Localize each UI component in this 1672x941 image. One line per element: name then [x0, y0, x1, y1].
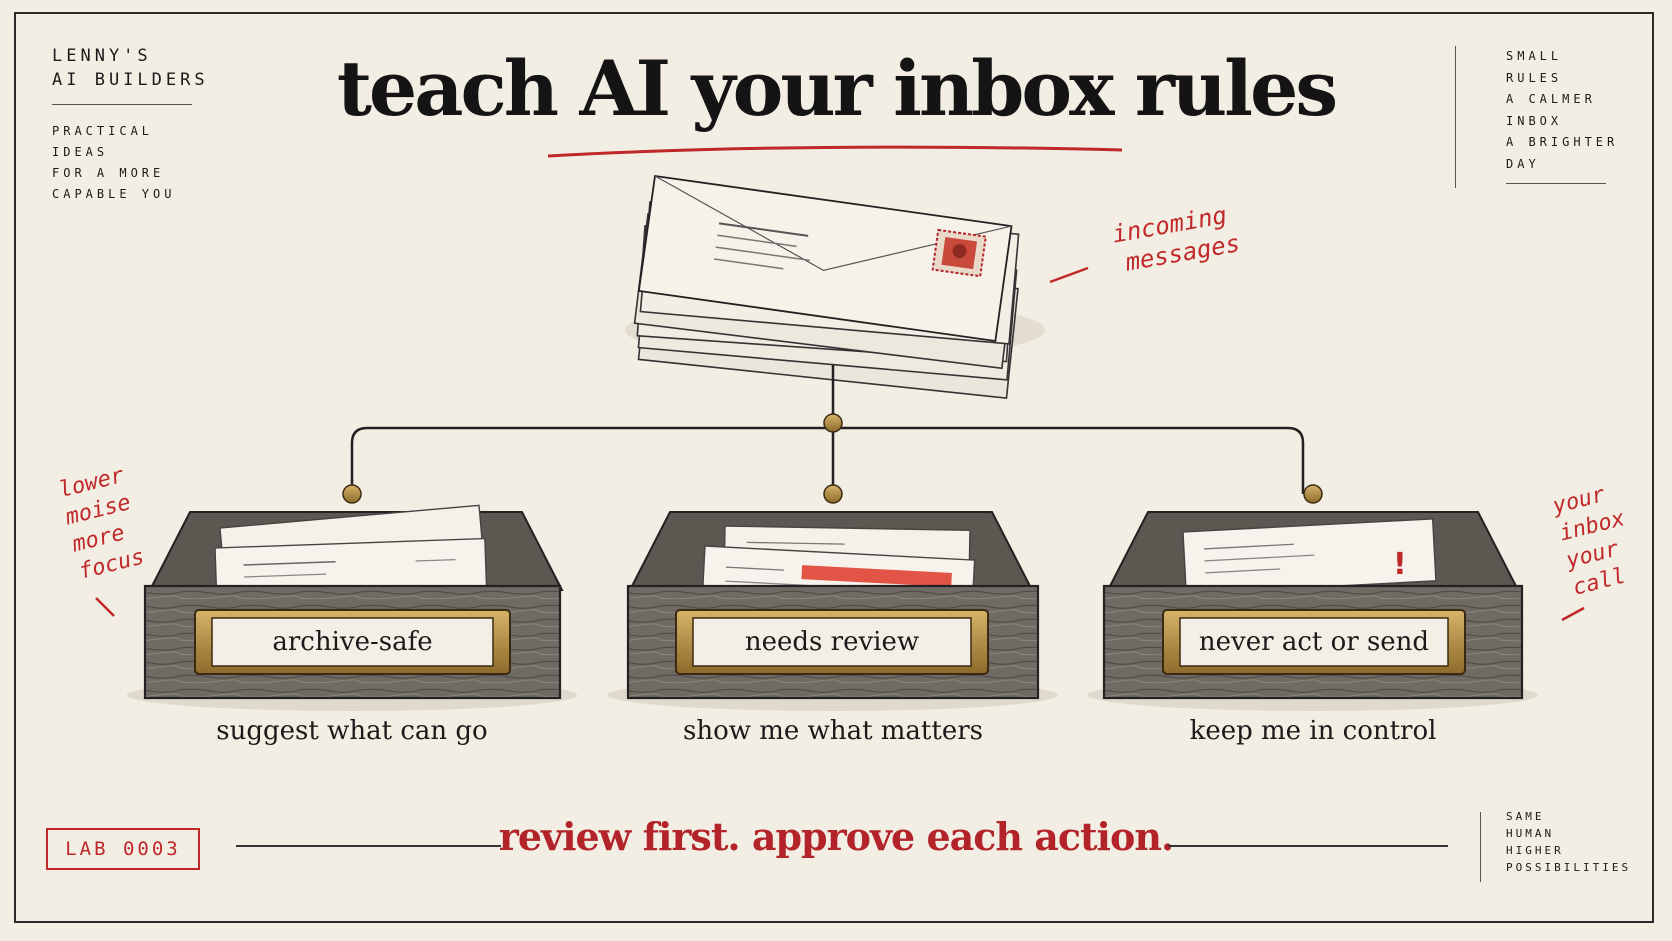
- envelope-stack-icon: [625, 174, 1045, 399]
- tray-needs-review: [608, 511, 1058, 711]
- brand-divider: [52, 104, 192, 105]
- footer-note-line: SAME: [1506, 810, 1545, 823]
- tray-caption: show me what matters: [683, 716, 983, 746]
- footer-note-line: POSSIBILITIES: [1506, 861, 1632, 874]
- tagline-line: FOR A MORE: [52, 166, 165, 180]
- title-emphasis: AI your inbox: [579, 44, 1115, 133]
- side-notes-rule: [1506, 183, 1606, 184]
- footer-rule-left: [236, 845, 501, 847]
- tray-label: needs review: [744, 627, 920, 657]
- tray-caption: suggest what can go: [216, 716, 488, 746]
- left-note-tick: [95, 597, 115, 617]
- title-underline: [547, 145, 1123, 158]
- tray-archive-safe: [127, 504, 577, 711]
- annotation-dash: [1049, 266, 1089, 284]
- footer-note-line: HUMAN: [1506, 827, 1555, 840]
- lab-badge: LAB 0003: [46, 828, 200, 870]
- right-note-tick: [1561, 606, 1585, 622]
- exclamation-icon: !: [1393, 547, 1407, 582]
- notes-divider: [1455, 46, 1456, 188]
- side-note-line: DAY: [1506, 156, 1540, 171]
- title-part: teach: [336, 44, 580, 133]
- footer-rule-right: [1168, 845, 1448, 847]
- side-note-line: INBOX: [1506, 113, 1563, 128]
- page-frame: [14, 12, 1654, 923]
- tagline-line: IDEAS: [52, 145, 109, 159]
- tray-caption: keep me in control: [1189, 716, 1437, 746]
- footer-message: review first. approve each action.: [498, 814, 1174, 859]
- brand-block: LENNY'S AI BUILDERS PRACTICAL IDEAS FOR …: [52, 44, 209, 205]
- side-note-line: SMALL: [1506, 49, 1563, 63]
- title-part: rules: [1111, 44, 1338, 133]
- page-title: teach AI your inbox rules: [0, 44, 1672, 133]
- tagline-line: PRACTICAL: [52, 124, 154, 138]
- footer-notes: SAME HUMAN HIGHER POSSIBILITIES: [1506, 808, 1631, 876]
- footer-notes-divider: [1480, 812, 1481, 882]
- brand-title: LENNY'S AI BUILDERS: [52, 46, 209, 90]
- side-note-line: A BRIGHTER: [1506, 135, 1619, 149]
- side-note-line: A CALMER: [1506, 92, 1596, 106]
- side-note-line: RULES: [1506, 70, 1563, 85]
- tray-label: never act or send: [1198, 627, 1430, 657]
- tray-label: archive-safe: [272, 627, 433, 657]
- tray-never-act-or-send: !: [1088, 511, 1538, 711]
- connector-nodes: [342, 413, 1323, 504]
- side-notes: SMALL RULES A CALMER INBOX A BRIGHTER DA…: [1506, 46, 1618, 184]
- brand-tagline: PRACTICAL IDEAS FOR A MORE CAPABLE YOU: [52, 121, 209, 205]
- tagline-line: CAPABLE YOU: [52, 187, 176, 201]
- footer-note-line: HIGHER: [1506, 844, 1564, 857]
